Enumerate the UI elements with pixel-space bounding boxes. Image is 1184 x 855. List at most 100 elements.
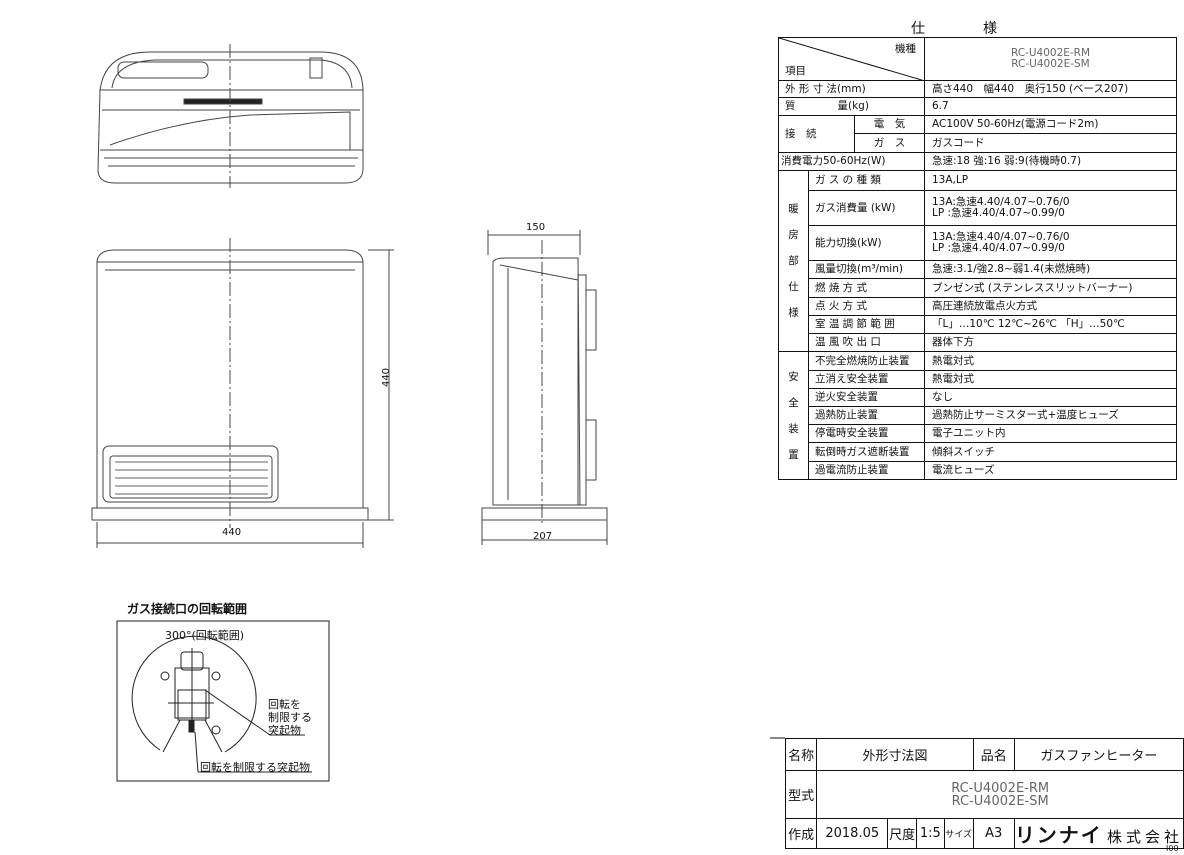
spec-title: 仕 様: [911, 21, 1019, 37]
row-value: 13A:急速4.40/4.07~0.76/0: [932, 231, 1070, 243]
product-name: ガスファンヒーター: [1013, 738, 1184, 771]
row-label: ガス消費量 (kW): [808, 190, 925, 226]
product-label: 品名: [972, 738, 1015, 771]
table-row: 安全装置不完全燃焼防止装置熱電対式: [778, 351, 1177, 480]
row-value: なし: [924, 388, 1177, 407]
table-row: 停電時安全装置電子ユニット内: [779, 424, 1177, 443]
model-name: RC-U4002E-SM: [1011, 58, 1090, 70]
row-label: 過電流防止装置: [808, 461, 925, 480]
group-label-text: 安全装置: [788, 370, 799, 461]
heating-group-label: 暖房部仕様: [778, 170, 809, 352]
group-label-text: 暖房部仕様: [788, 203, 799, 319]
callout-line: 制限する: [268, 711, 312, 724]
company-suffix: 株式会社: [1106, 828, 1183, 846]
front-view-drawing: [91, 238, 394, 548]
row-label: 風量切換(m³/min): [808, 260, 925, 279]
table-row: 燃 焼 方 式ブンゼン式 (ステンレススリットバーナー): [779, 278, 1177, 298]
row-value: 急速:3.1/強2.8~弱1.4(未燃焼時): [924, 260, 1177, 279]
company-logo: リンナイ: [1014, 823, 1103, 847]
table-row: 外 形 寸 法(mm)高さ440 幅440 奥行150 (ベース207): [778, 80, 1177, 98]
row-label: 燃 焼 方 式: [808, 278, 925, 298]
row-label: 不完全燃焼防止装置: [808, 351, 925, 371]
row-value: 急速:18 強:16 弱:9(待機時0.7): [924, 152, 1177, 171]
callout-line: 回転を: [268, 698, 301, 711]
table-row: 過電流防止装置電流ヒューズ: [779, 461, 1177, 480]
height-dimension: 440: [381, 367, 393, 388]
row-value: 熱電対式: [924, 370, 1177, 389]
rotation-range-drawing: [116, 620, 330, 782]
drawing-name: 外形寸法図: [816, 738, 974, 771]
rotation-title: ガス接続口の回転範囲: [127, 602, 248, 616]
model-name: RC-U4002E-SM: [951, 793, 1049, 809]
row-value: 電子ユニット内: [924, 424, 1177, 443]
size-value: A3: [972, 818, 1015, 849]
table-row: 逆火安全装置なし: [779, 388, 1177, 407]
safety-group-label: 安全装置: [778, 351, 809, 480]
model-name: RC-U4002E-RM: [951, 780, 1050, 796]
table-row: 温 風 吹 出 口器体下方: [779, 333, 1177, 352]
row-label: 消費電力50-60Hz(W): [778, 152, 925, 171]
row-value: LP :急速4.40/4.07~0.99/0: [932, 207, 1065, 219]
row-label: 過熱防止装置: [808, 406, 925, 425]
side-view-drawing: [481, 230, 608, 545]
row-label: 能力切換(kW): [808, 225, 925, 261]
row-value: 高さ440 幅440 奥行150 (ベース207): [924, 80, 1177, 98]
row-value: 器体下方: [924, 333, 1177, 352]
callout-bottom: 回転を制限する突起物: [200, 761, 310, 774]
row-value: 電流ヒューズ: [924, 461, 1177, 480]
row-value: 高圧連続放電点火方式: [924, 297, 1177, 316]
row-label: 逆火安全装置: [808, 388, 925, 407]
row-label: 質 量(kg): [778, 97, 925, 116]
table-row: 消費電力50-60Hz(W)急速:18 強:16 弱:9(待機時0.7): [778, 152, 1177, 171]
created-date: 2018.05: [816, 818, 889, 849]
table-row: 過熱防止装置過熱防止サーミスター式+温度ヒューズ: [779, 406, 1177, 425]
row-value: ガスコード: [924, 133, 1177, 153]
row-label: ガ ス の 種 類: [808, 170, 925, 191]
name-label: 名称: [784, 738, 818, 771]
table-row: 転倒時ガス遮断装置傾斜スイッチ: [779, 442, 1177, 462]
header-diagonal-cell: 機種 項目: [778, 37, 925, 81]
group-label: 接 続: [778, 115, 855, 153]
row-value: 熱電対式: [924, 351, 1177, 371]
row-label: 電 気: [854, 115, 925, 134]
row-value: 13A:急速4.40/4.07~0.76/0: [932, 196, 1070, 208]
model-label: 型式: [784, 770, 818, 819]
size-label: サイズ: [943, 818, 974, 849]
row-label: 停電時安全装置: [808, 424, 925, 443]
table-row: 作成 2018.05 尺度 1:5 サイズ A3 リンナイ 株式会社: [784, 818, 1184, 849]
company-name: リンナイ 株式会社: [1013, 818, 1184, 849]
model-header: 機種: [895, 43, 916, 55]
rotation-range-label: 300°(回転範囲): [165, 629, 245, 642]
scale-label: 尺度: [887, 818, 918, 849]
table-row: 点 火 方 式高圧連続放電点火方式: [779, 297, 1177, 316]
row-value: LP :急速4.40/4.07~0.99/0: [932, 242, 1065, 254]
callout-line: 突起物: [268, 724, 301, 737]
row-value: AC100V 50-60Hz(電源コード2m): [924, 115, 1177, 134]
row-value: 6.7: [924, 97, 1177, 116]
row-label: 温 風 吹 出 口: [808, 333, 925, 352]
sheet-code: I00: [1166, 844, 1179, 853]
model-name: RC-U4002E-RM: [1010, 47, 1091, 59]
base-dimension: 207: [533, 531, 553, 542]
table-row: 質 量(kg)6.7: [778, 97, 1177, 116]
row-value: 13A,LP: [924, 170, 1177, 191]
row-label: 外 形 寸 法(mm): [778, 80, 925, 98]
table-row: 立消え安全装置熱電対式: [779, 370, 1177, 389]
callout-right: 回転を 制限する 突起物: [268, 698, 312, 737]
row-label: ガ ス: [854, 133, 925, 153]
row-label: 転倒時ガス遮断装置: [808, 442, 925, 462]
row-label: 立消え安全装置: [808, 370, 925, 389]
row-value: 「L」…10℃ 12℃~26℃ 「H」…50℃: [924, 315, 1177, 334]
row-value: 過熱防止サーミスター式+温度ヒューズ: [924, 406, 1177, 425]
item-header: 項目: [785, 65, 806, 77]
table-row: 室 温 調 節 範 囲「L」…10℃ 12℃~26℃ 「H」…50℃: [779, 315, 1177, 334]
